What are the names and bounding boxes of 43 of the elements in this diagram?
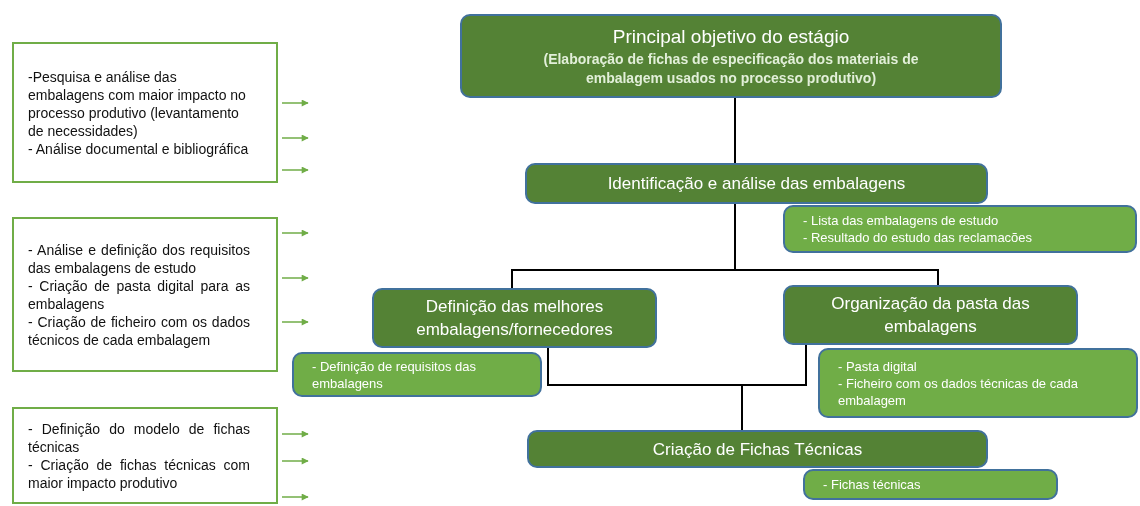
arrow xyxy=(281,229,309,237)
arrow xyxy=(281,274,309,282)
arrow xyxy=(281,166,309,174)
box-text: - Fichas técnicas xyxy=(823,476,922,493)
arrow xyxy=(281,457,309,465)
arrow xyxy=(281,318,309,326)
box-text: Criação de Fichas Técnicas xyxy=(651,438,864,461)
box-text: - Definição de requisitos das embalagens xyxy=(312,357,478,392)
output-box xyxy=(292,352,542,397)
process-box xyxy=(527,430,988,468)
process-box xyxy=(783,285,1078,345)
box-text: - Análise e definição dos requisitos das embalagens de estudo xyxy=(28,240,250,277)
connector-line xyxy=(734,203,939,286)
box-text: - Criação de pasta digital para as embalagens xyxy=(28,276,250,313)
arrow xyxy=(281,430,309,438)
box-text: - Criação de fichas técnicas com maior impacto produtivo xyxy=(28,455,250,492)
box-text: - Análise documental e bibliográfica xyxy=(28,139,250,158)
box-text: - Pasta digital xyxy=(838,357,918,375)
connector-line xyxy=(734,97,736,164)
activity-box xyxy=(12,217,278,372)
output-box xyxy=(803,469,1058,500)
box-text: -Pesquisa e análise das embalagens com maior impacto no processo produtivo (levantamento de necessidades) xyxy=(28,67,247,140)
arrow xyxy=(281,99,309,107)
box-text: - Resultado do estudo das reclamacões xyxy=(803,229,1034,246)
box-text: - Lista das embalagens de estudo xyxy=(803,212,1000,229)
process-box xyxy=(525,163,988,204)
arrow xyxy=(281,493,309,501)
box-text: - Ficheiro com os dados técnicas de cada embalagem xyxy=(838,374,1079,409)
process-box xyxy=(372,288,657,348)
process-box xyxy=(460,14,1002,98)
connector-line xyxy=(741,344,807,431)
activity-box xyxy=(12,42,278,183)
box-text: Definição das melhores embalagens/fornecedores xyxy=(415,296,614,341)
box-text: (Elaboração de fichas de especificação dos materiais de embalagem usados no processo produtivo) xyxy=(542,50,920,88)
output-box xyxy=(783,205,1137,253)
box-text: - Definição do modelo de fichas técnicas xyxy=(28,419,250,456)
arrow xyxy=(281,134,309,142)
box-heading: Principal objetivo do estágio xyxy=(611,25,851,49)
box-text: Organização da pasta das embalagens xyxy=(830,293,1031,338)
activity-box xyxy=(12,407,278,504)
output-box xyxy=(818,348,1138,418)
box-text: - Criação de ficheiro com os dados técnicos de cada embalagem xyxy=(28,312,250,349)
box-text: Identificação e análise das embalagens xyxy=(606,173,907,195)
